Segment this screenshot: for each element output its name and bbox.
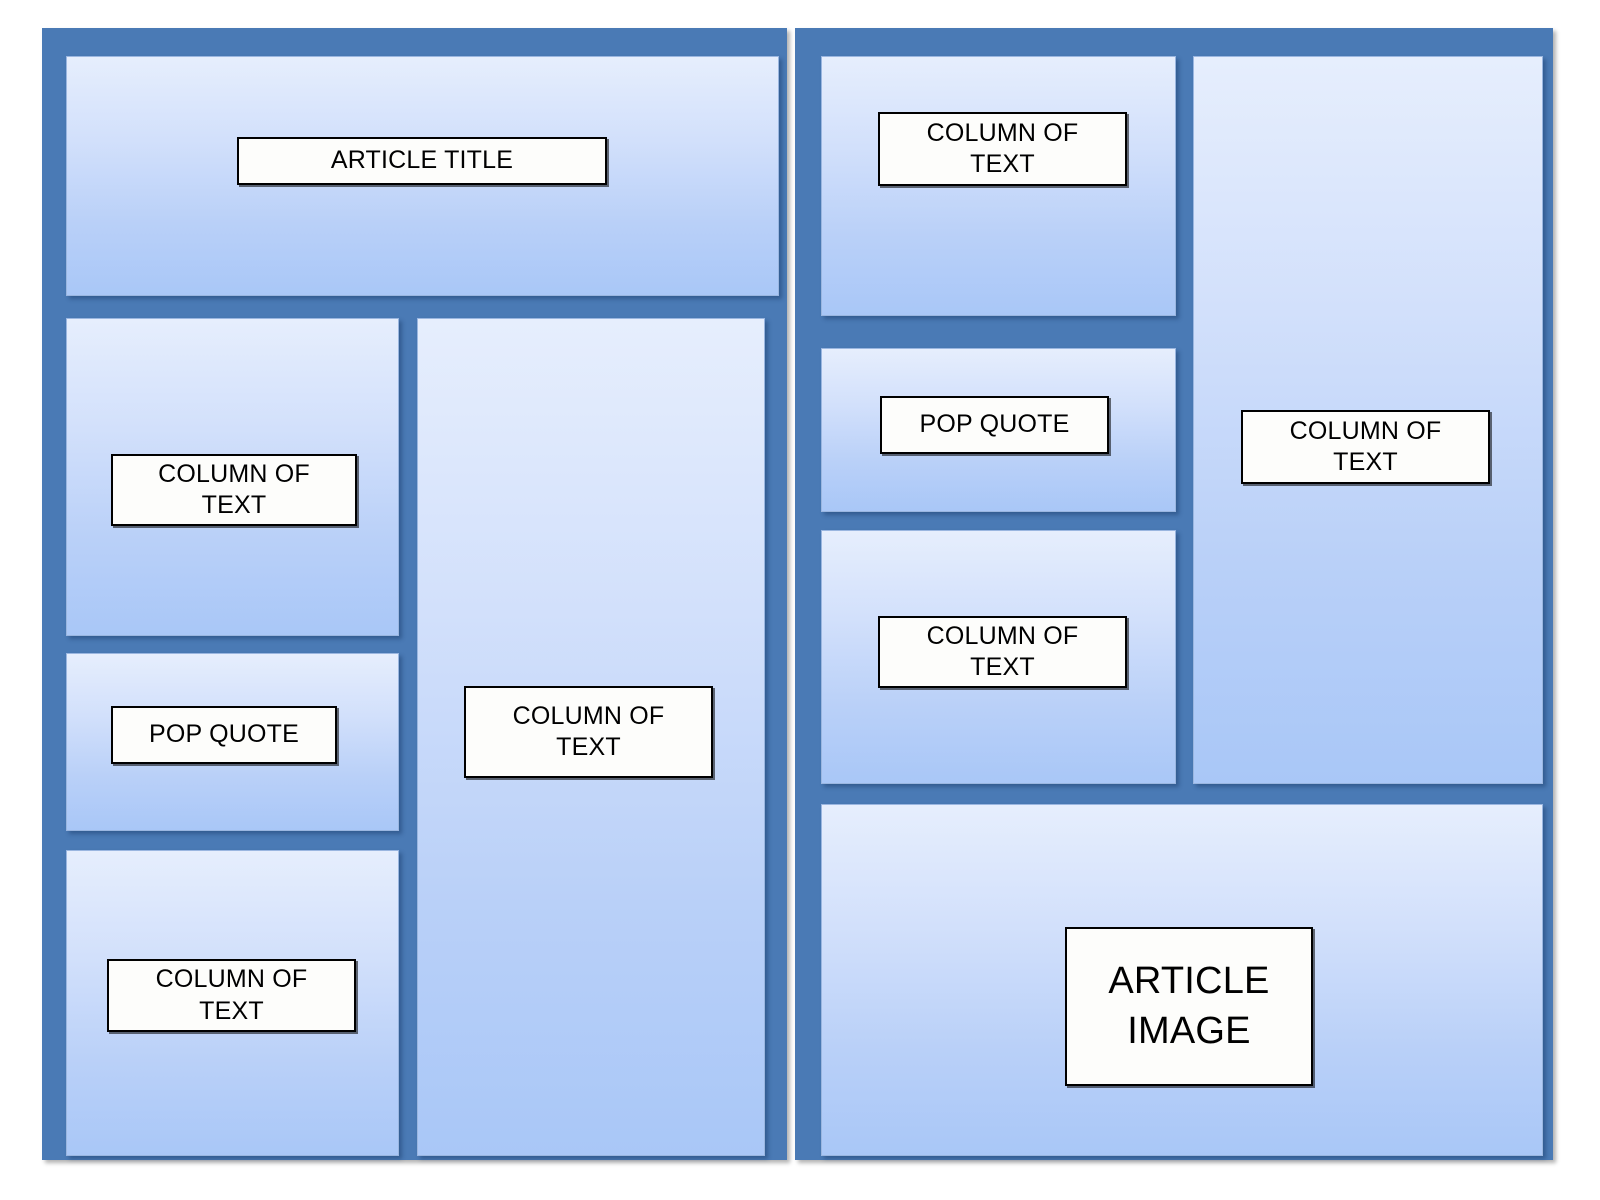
panel-left-column-two[interactable]: COLUMN OF TEXT xyxy=(66,850,399,1156)
right-page-frame: COLUMN OF TEXT POP QUOTE COLUMN OF TEXT … xyxy=(795,28,1553,1160)
label-pop-quote[interactable]: POP QUOTE xyxy=(111,706,337,764)
panel-right-tall-column[interactable]: COLUMN OF TEXT xyxy=(1193,56,1543,784)
label-column-of-text[interactable]: COLUMN OF TEXT xyxy=(878,112,1127,186)
panel-right-column-one[interactable]: COLUMN OF TEXT xyxy=(821,56,1176,316)
panel-left-column-one[interactable]: COLUMN OF TEXT xyxy=(66,318,399,636)
left-page-frame: ARTICLE TITLE COLUMN OF TEXT POP QUOTE C… xyxy=(42,28,787,1160)
panel-article-image[interactable]: ARTICLE IMAGE xyxy=(821,804,1543,1156)
label-column-of-text[interactable]: COLUMN OF TEXT xyxy=(107,959,356,1032)
label-column-of-text[interactable]: COLUMN OF TEXT xyxy=(111,454,357,526)
label-pop-quote[interactable]: POP QUOTE xyxy=(880,396,1109,454)
label-article-title[interactable]: ARTICLE TITLE xyxy=(237,137,607,185)
panel-left-center-column[interactable]: COLUMN OF TEXT xyxy=(417,318,765,1156)
panel-article-title[interactable]: ARTICLE TITLE xyxy=(66,56,779,296)
panel-right-column-two[interactable]: COLUMN OF TEXT xyxy=(821,530,1176,784)
label-article-image[interactable]: ARTICLE IMAGE xyxy=(1065,927,1313,1086)
label-column-of-text[interactable]: COLUMN OF TEXT xyxy=(464,686,713,778)
label-column-of-text[interactable]: COLUMN OF TEXT xyxy=(878,616,1127,688)
panel-left-pop-quote[interactable]: POP QUOTE xyxy=(66,653,399,831)
label-column-of-text[interactable]: COLUMN OF TEXT xyxy=(1241,410,1490,484)
panel-right-pop-quote[interactable]: POP QUOTE xyxy=(821,348,1176,512)
